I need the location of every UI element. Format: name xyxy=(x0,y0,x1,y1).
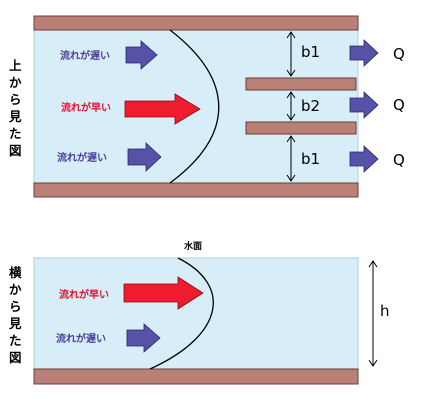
svg-text:た: た xyxy=(9,333,22,348)
svg-text:上: 上 xyxy=(9,58,22,73)
side-arrow-label-2: 流れが遅い xyxy=(56,332,106,345)
width-label-b1-upper: b1 xyxy=(301,43,320,61)
side-view-title: 横 か ら 見 た 図 xyxy=(8,265,22,365)
svg-text:か: か xyxy=(9,75,22,90)
top-slow-arrow-1 xyxy=(125,40,158,70)
svg-text:た: た xyxy=(9,126,22,141)
svg-text:図: 図 xyxy=(9,143,22,158)
outflow-arrow-3 xyxy=(349,145,379,173)
outflow-arrow-1 xyxy=(349,39,379,67)
top-velocity-curve xyxy=(169,29,220,184)
top-wall-upper xyxy=(33,15,359,31)
flow-label-q-3: Q xyxy=(393,151,405,169)
splitter-upper xyxy=(245,77,357,91)
top-arrow-label-2: 流れが早い xyxy=(61,101,111,114)
svg-text:図: 図 xyxy=(9,350,22,365)
side-bed xyxy=(33,368,359,385)
top-arrow-label-1: 流れが遅い xyxy=(60,49,110,62)
top-view-title: 上 か ら 見 た 図 xyxy=(8,58,22,158)
top-wall-lower xyxy=(33,182,359,198)
svg-text:横: 横 xyxy=(9,265,22,280)
svg-text:か: か xyxy=(9,282,22,297)
top-slow-arrow-2 xyxy=(127,142,162,172)
width-label-b2: b2 xyxy=(301,97,320,115)
dimension-b2: b2 xyxy=(286,91,320,121)
svg-text:見: 見 xyxy=(8,109,22,124)
splitter-lower xyxy=(245,121,357,135)
side-arrow-label-1: 流れが早い xyxy=(59,288,109,301)
top-fast-arrow xyxy=(124,93,201,125)
svg-text:見: 見 xyxy=(8,316,22,331)
flow-label-q-1: Q xyxy=(393,45,405,63)
side-slow-arrow xyxy=(126,323,161,353)
outflow-arrow-2 xyxy=(349,91,379,119)
width-label-b1-lower: b1 xyxy=(301,150,320,168)
side-velocity-curve xyxy=(149,257,214,370)
dimension-b1-upper: b1 xyxy=(286,31,320,77)
top-view: 流れが遅い 流れが早い 流れが遅い b1 b2 b1 Q Q xyxy=(8,15,405,198)
side-fast-arrow xyxy=(123,276,204,310)
svg-text:ら: ら xyxy=(9,299,22,314)
depth-label-h: h xyxy=(380,302,390,320)
side-view: 水面 流れが早い 流れが遅い h 横 か ら 見 た 図 xyxy=(8,240,390,385)
top-arrow-label-3: 流れが遅い xyxy=(57,151,107,164)
flow-label-q-2: Q xyxy=(393,96,405,114)
svg-text:ら: ら xyxy=(9,92,22,107)
side-water-area xyxy=(33,257,359,370)
dimension-h: h xyxy=(368,260,390,367)
water-surface-label: 水面 xyxy=(184,240,202,252)
dimension-b1-lower: b1 xyxy=(286,135,320,182)
